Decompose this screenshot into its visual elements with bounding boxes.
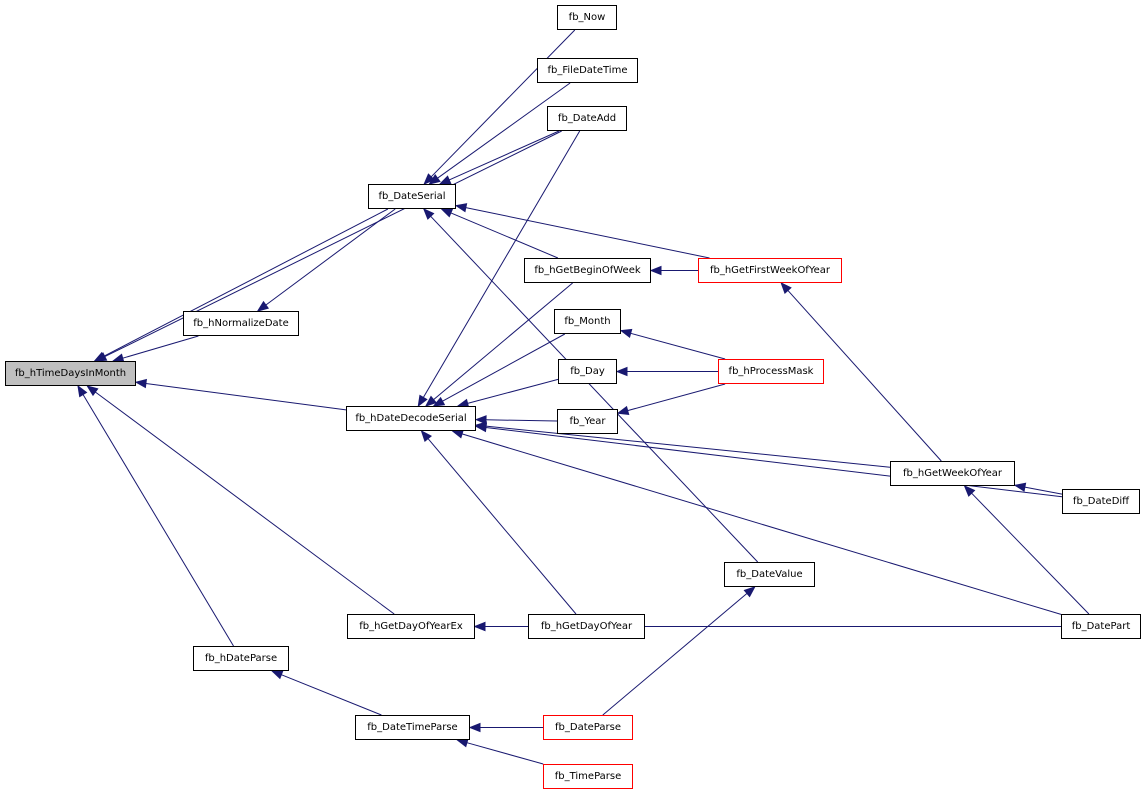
- edge-date_part-to-get_week_of_year: [971, 492, 1090, 615]
- node-year[interactable]: fb_Year: [557, 409, 618, 434]
- arrowhead-date_serial: [454, 203, 468, 213]
- edge-date_serial-to-normalize_date: [265, 208, 396, 306]
- node-day[interactable]: fb_Day: [558, 359, 617, 384]
- node-time-days-in-month: fb_hTimeDaysInMonth: [5, 361, 136, 386]
- edge-date_add-to-date_serial: [448, 130, 560, 181]
- arrowhead-date_serial: [438, 175, 452, 185]
- arrowhead-time_days_in_month: [93, 351, 107, 362]
- arrowhead-date_decode_serial: [417, 394, 428, 408]
- node-date-value[interactable]: fb_DateValue: [724, 562, 815, 587]
- edge-process_mask-to-month: [630, 332, 726, 360]
- arrowhead-normalize_date: [256, 300, 270, 312]
- edge-date_part-to-date_decode_serial: [461, 433, 1062, 615]
- edge-date_value-to-date_serial: [430, 215, 759, 563]
- arrowhead-date_serial: [428, 174, 441, 185]
- arrowhead-get_first_week_of_year: [780, 281, 792, 294]
- node-month[interactable]: fb_Month: [554, 309, 621, 334]
- arrowhead-date_decode_serial: [420, 429, 432, 443]
- node-now[interactable]: fb_Now: [557, 5, 617, 30]
- node-process-mask[interactable]: fb_hProcessMask: [718, 359, 824, 384]
- edge-month-to-date_decode_serial: [442, 333, 566, 402]
- arrowhead-time_days_in_month: [77, 384, 88, 398]
- edge-year-to-date_decode_serial: [485, 419, 558, 422]
- edge-date_diff-to-get_week_of_year: [1024, 486, 1063, 495]
- edge-get_day_of_year_ex-to-time_days_in_month: [95, 391, 395, 615]
- arrowhead-get_day_of_year_ex: [473, 621, 486, 632]
- arrowhead-time_days_in_month: [86, 385, 99, 397]
- edge-get_begin_of_week-to-date_serial: [450, 212, 559, 259]
- arrowhead-time_days_in_month: [134, 378, 147, 389]
- node-date-part[interactable]: fb_DatePart: [1061, 614, 1141, 639]
- edge-date_decode_serial-to-time_days_in_month: [145, 383, 347, 411]
- node-date-time-parse[interactable]: fb_DateTimeParse: [355, 715, 470, 740]
- arrowhead-date_serial: [440, 208, 454, 218]
- arrowhead-month: [619, 328, 633, 338]
- node-normalize-date[interactable]: fb_hNormalizeDate: [183, 311, 299, 336]
- edge-get_week_of_year-to-date_decode_serial: [485, 425, 891, 468]
- edge-date_parse_ex-to-time_days_in_month: [82, 394, 234, 647]
- node-get-day-of-year-ex[interactable]: fb_hGetDayOfYearEx: [347, 614, 475, 639]
- edge-now-to-date_serial: [430, 29, 576, 178]
- edge-date_serial-to-time_days_in_month: [103, 208, 389, 357]
- edge-date_add-to-time_days_in_month: [104, 130, 562, 358]
- edge-date_add-to-date_decode_serial: [422, 130, 581, 398]
- arrowhead-date_decode_serial: [474, 422, 487, 433]
- edge-get_day_of_year-to-date_decode_serial: [427, 438, 577, 615]
- node-date-add[interactable]: fb_DateAdd: [547, 106, 627, 131]
- node-get-day-of-year[interactable]: fb_hGetDayOfYear: [528, 614, 645, 639]
- node-date-diff[interactable]: fb_DateDiff: [1062, 489, 1140, 514]
- node-get-week-of-year[interactable]: fb_hGetWeekOfYear: [890, 461, 1015, 486]
- arrowhead-year: [616, 405, 630, 415]
- arrowhead-date_decode_serial: [432, 396, 446, 407]
- node-date-parse[interactable]: fb_DateParse: [543, 715, 633, 740]
- edge-date_time_parse-to-date_parse_ex: [281, 674, 382, 716]
- node-date-parse-ex[interactable]: fb_hDateParse: [193, 646, 289, 671]
- arrowhead-date_time_parse: [468, 722, 481, 733]
- arrowhead-get_week_of_year: [963, 485, 976, 497]
- arrowhead-date_serial: [422, 208, 435, 220]
- edge-date_parse-to-date_value: [602, 593, 748, 716]
- edge-get_first_week_of_year-to-date_serial: [465, 207, 710, 259]
- node-date-decode-serial[interactable]: fb_hDateDecodeSerial: [346, 406, 476, 431]
- arrowhead-date_serial: [423, 173, 435, 185]
- edge-file_date_time-to-date_serial: [437, 82, 571, 179]
- arrowhead-get_week_of_year: [1013, 482, 1027, 492]
- arrowhead-date_value: [743, 586, 756, 598]
- arrowhead-date_decode_serial: [474, 415, 487, 425]
- edge-process_mask-to-year: [627, 383, 726, 412]
- edge-get_week_of_year-to-get_first_week_of_year: [787, 290, 942, 462]
- edge-normalize_date-to-time_days_in_month: [122, 335, 199, 359]
- arrowhead-date_decode_serial: [424, 395, 437, 407]
- arrowhead-date_decode_serial: [451, 429, 464, 439]
- node-date-serial[interactable]: fb_DateSerial: [368, 184, 456, 209]
- node-file-date-time[interactable]: fb_FileDateTime: [537, 58, 638, 83]
- arrowhead-date_parse_ex: [270, 670, 284, 680]
- node-get-first-week-of-year[interactable]: fb_hGetFirstWeekOfYear: [698, 258, 842, 283]
- node-get-begin-of-week[interactable]: fb_hGetBeginOfWeek: [524, 258, 651, 283]
- arrowhead-day: [615, 366, 628, 377]
- edge-day-to-date_decode_serial: [467, 378, 559, 404]
- edge-time_parse-to-date_time_parse: [466, 742, 544, 765]
- node-time-parse[interactable]: fb_TimeParse: [543, 764, 633, 789]
- arrowhead-get_begin_of_week: [649, 265, 662, 276]
- edge-get_begin_of_week-to-date_decode_serial: [433, 282, 573, 400]
